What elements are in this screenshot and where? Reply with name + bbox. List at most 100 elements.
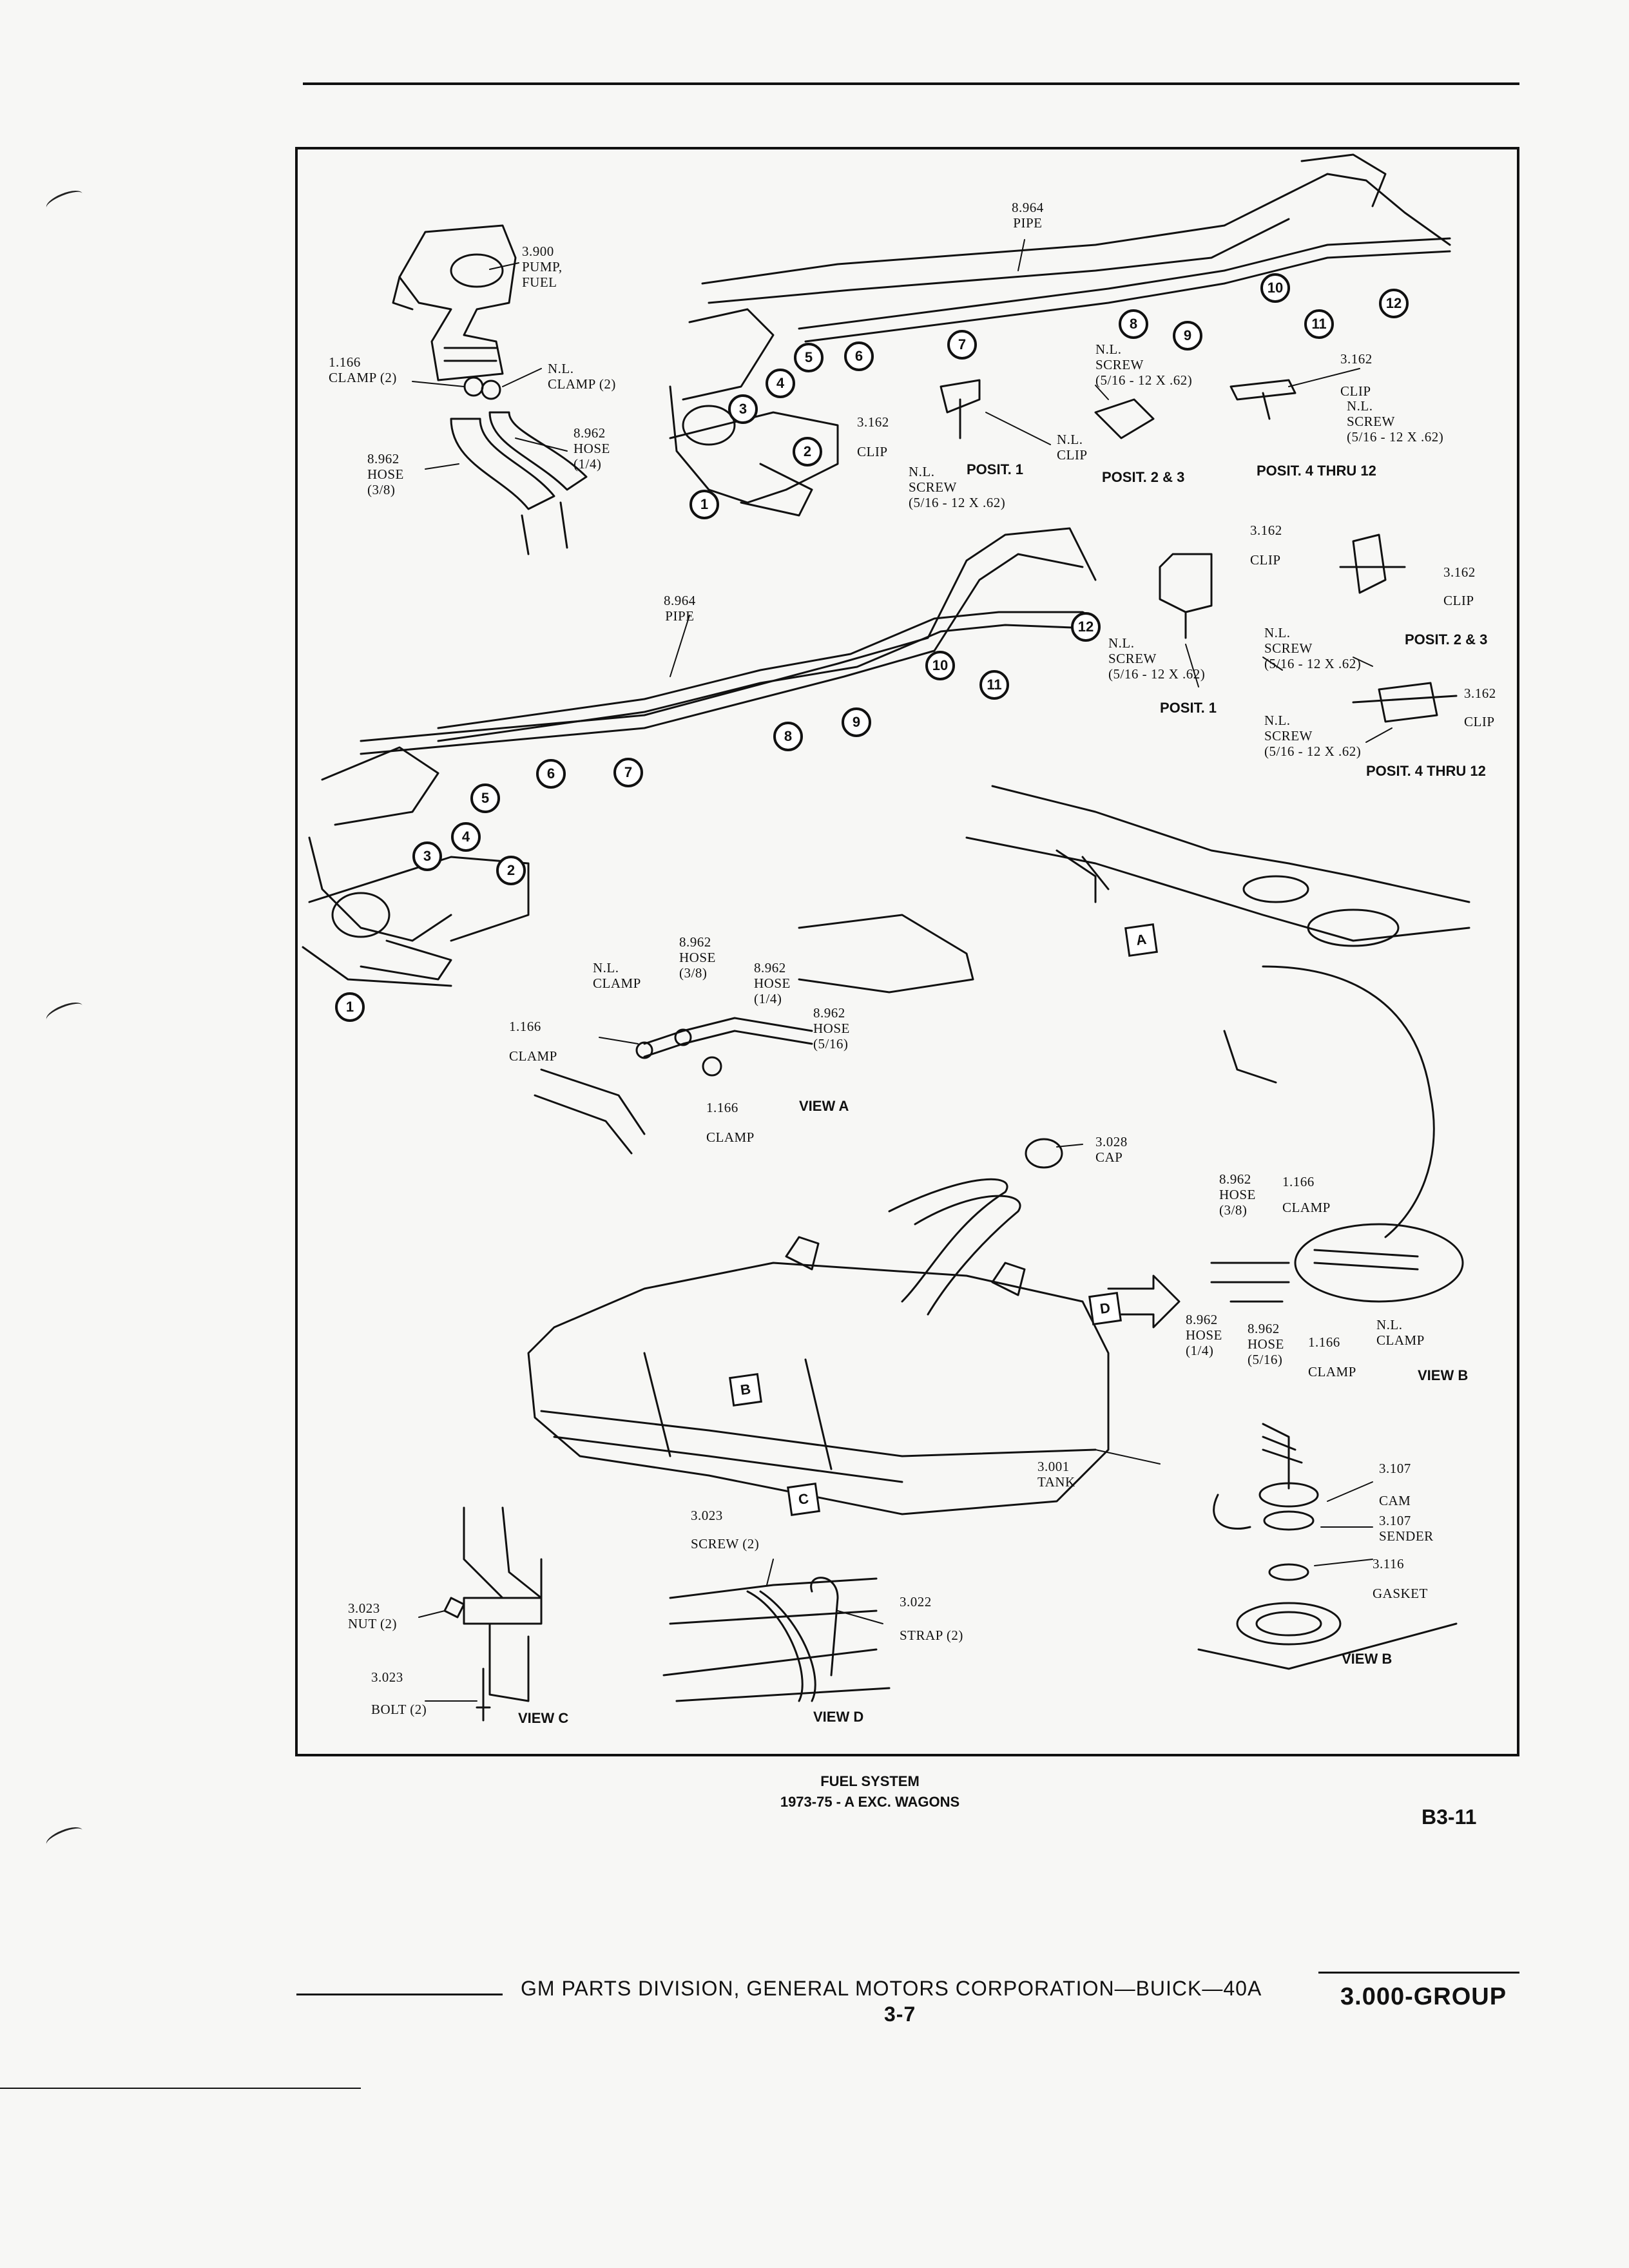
view-b-hoses-drawing <box>1210 1223 1464 1303</box>
view-a-marker: A <box>1124 923 1158 957</box>
posit23-top-label: POSIT. 2 & 3 <box>1102 469 1185 485</box>
callout-mid-3: 3 <box>412 841 442 871</box>
callout-top-4: 4 <box>766 369 795 398</box>
hose-top-14-label: 8.962 HOSE (1/4) <box>574 425 610 472</box>
callout-top-10: 10 <box>1260 273 1290 303</box>
view-a-hose-38-label: 8.962 HOSE (3/8) <box>679 934 716 981</box>
callout-top-6: 6 <box>844 341 874 371</box>
view-b-title-2: VIEW B <box>1342 1651 1393 1667</box>
callout-top-1: 1 <box>689 490 719 519</box>
clip-mid-23-label: 3.162 CLIP <box>1443 564 1476 608</box>
callout-mid-8: 8 <box>773 722 803 751</box>
body-mid-drawing <box>302 527 1097 987</box>
cam-label: 3.107 CAM <box>1379 1461 1411 1508</box>
tank-label: 3.001 TANK <box>1037 1459 1075 1490</box>
view-b-clamp-top-label: 1.166 CLAMP <box>1282 1174 1331 1215</box>
callout-top-12: 12 <box>1379 289 1409 318</box>
view-a-hose-516-label: 8.962 HOSE (5/16) <box>813 1005 850 1052</box>
view-d-drawing <box>662 1577 891 1702</box>
screw-top-1-label: N.L. SCREW (5/16 - 12 x .62) <box>909 464 1006 510</box>
callout-mid-9: 9 <box>842 707 871 737</box>
footer-text: GM PARTS DIVISION, GENERAL MOTORS CORPOR… <box>521 1977 1262 2000</box>
nut-label: 3.023 NUT (2) <box>348 1600 398 1631</box>
callout-mid-5: 5 <box>470 783 500 813</box>
figure-title: FUEL SYSTEM <box>820 1773 920 1789</box>
view-a-drawing <box>534 1017 813 1155</box>
callout-mid-10: 10 <box>925 651 955 680</box>
view-c-marker: C <box>787 1483 820 1516</box>
view-c-title: VIEW C <box>518 1710 569 1726</box>
leader-lines <box>412 239 1393 1702</box>
posit412-mid-label: POSIT. 4 THRU 12 <box>1366 763 1486 779</box>
body-top-drawing <box>669 153 1451 517</box>
pump-label: 3.900 PUMP, FUEL <box>522 244 563 290</box>
callout-top-9: 9 <box>1173 321 1202 351</box>
view-b-clamp-bottom-label: 1.166 CLAMP <box>1308 1334 1356 1379</box>
posit1-mid-label: POSIT. 1 <box>1160 700 1217 716</box>
strap-label: 3.022 STRAP (2) <box>900 1594 963 1643</box>
callout-top-5: 5 <box>794 343 824 372</box>
screw-mid-1-label: N.L. SCREW (5/16 - 12 x .62) <box>1108 635 1206 682</box>
bolt-label: 3.023 BOLT (2) <box>371 1669 427 1717</box>
bottom-rule <box>0 2088 361 2089</box>
rear-chassis-drawing <box>798 785 1470 1238</box>
clip-top-412-label: 3.162 CLIP <box>1340 351 1373 399</box>
sender-drawing <box>1197 1423 1458 1670</box>
footer-group: 3.000-GROUP <box>1340 1983 1507 2010</box>
footer-page: 3-7 <box>884 2003 916 2026</box>
clip-details-mid <box>1159 533 1458 723</box>
callout-mid-7: 7 <box>613 758 643 787</box>
posit1-top-label: POSIT. 1 <box>967 461 1024 477</box>
callout-mid-6: 6 <box>536 759 566 789</box>
view-c-drawing <box>443 1506 543 1722</box>
sender-label: 3.107 SENDER <box>1379 1513 1434 1544</box>
footer-rule-right <box>1318 1972 1519 1974</box>
view-a-hose-14-label: 8.962 HOSE (1/4) <box>754 960 791 1006</box>
page-code: B3-11 <box>1422 1805 1477 1829</box>
diagram-frame <box>295 147 1519 1756</box>
figure-subtitle: 1973-75 - A EXC. WAGONS <box>780 1794 960 1810</box>
nl-clamp-top-label: N.L. CLAMP (2) <box>548 361 616 392</box>
view-b-title-1: VIEW B <box>1418 1367 1469 1383</box>
view-b-hose-14-label: 8.962 HOSE (1/4) <box>1186 1312 1222 1358</box>
cap-label: 3.028 CAP <box>1095 1134 1128 1165</box>
pipe-mid-label: 8.964 PIPE <box>664 593 696 624</box>
posit412-top-label: POSIT. 4 THRU 12 <box>1257 463 1376 479</box>
callout-mid-11: 11 <box>979 670 1009 700</box>
callout-top-8: 8 <box>1119 309 1148 339</box>
nl-clip-top-label: N.L. CLIP <box>1057 432 1088 463</box>
hose-top-38-label: 8.962 HOSE (3/8) <box>367 451 404 497</box>
clip-top-1-label: 3.162 CLIP <box>857 414 889 459</box>
screw-mid-23-label: N.L. SCREW (5/16 - 12 x .62) <box>1264 625 1362 671</box>
callout-mid-2: 2 <box>496 856 526 885</box>
view-b-hose-516-label: 8.962 HOSE (5/16) <box>1248 1321 1284 1367</box>
screw-d-label: 3.023 SCREW (2) <box>691 1508 760 1552</box>
pipe-top-label: 8.964 PIPE <box>1012 200 1044 231</box>
clamp-top-left-label: 1.166 CLAMP (2) <box>329 354 397 385</box>
callout-mid-4: 4 <box>451 822 481 852</box>
clip-mid-412-label: 3.162 CLIP <box>1464 686 1496 729</box>
callout-top-7: 7 <box>947 330 977 360</box>
posit23-mid-label: POSIT. 2 & 3 <box>1405 631 1488 648</box>
screw-top-23-label: N.L. SCREW (5/16 - 12 x .62) <box>1095 341 1193 388</box>
gasket-label: 3.116 GASKET <box>1373 1556 1428 1601</box>
fuel-pump-drawing <box>392 224 588 555</box>
clip-details-top <box>940 379 1296 439</box>
view-a-title: VIEW A <box>799 1098 849 1114</box>
callout-mid-12: 12 <box>1071 612 1101 642</box>
view-d-title: VIEW D <box>813 1709 864 1725</box>
view-b-marker: B <box>729 1373 762 1407</box>
view-b-nl-clamp-label: N.L. CLAMP <box>1376 1317 1425 1348</box>
view-a-clamp-bottom-label: 1.166 CLAMP <box>706 1100 755 1145</box>
screw-mid-412-label: N.L. SCREW (5/16 - 12 x .62) <box>1264 713 1362 759</box>
view-d-marker: D <box>1088 1292 1122 1325</box>
callout-top-3: 3 <box>728 394 758 424</box>
screw-top-412-label: N.L. SCREW (5/16 - 12 x .62) <box>1347 398 1444 445</box>
view-b-hose-38-label: 8.962 HOSE (3/8) <box>1219 1171 1256 1218</box>
footer-rule-left <box>296 1994 503 1995</box>
tank-drawing <box>527 1138 1181 1515</box>
callout-top-2: 2 <box>793 437 822 466</box>
view-a-clamp-left-label: 1.166 CLAMP <box>509 1019 557 1064</box>
clip-mid-1-label: 3.162 CLIP <box>1250 523 1282 568</box>
